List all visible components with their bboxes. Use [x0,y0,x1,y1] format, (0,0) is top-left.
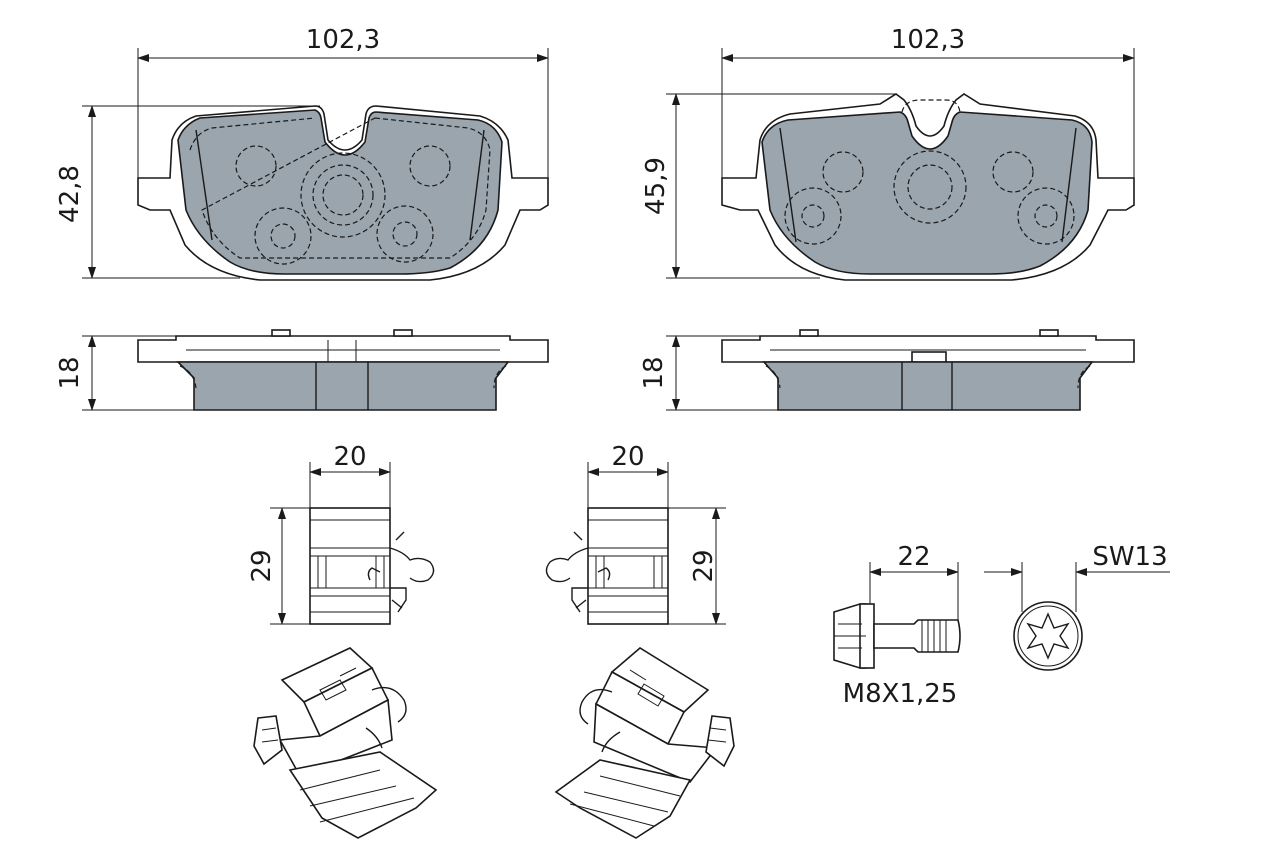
dimension-clip-right-width: 20 [587,442,669,508]
torx-star-icon [1026,612,1070,660]
label-clip-left-width: 20 [333,442,366,472]
dimension-bolt-length: 22 [869,542,959,620]
label-clip-right-height: 29 [689,549,719,582]
clip-left-front-view [309,507,435,625]
dimension-right-thickness: 18 [639,335,778,411]
pad-left-side-view [137,329,549,411]
dimension-left-width: 102,3 [137,25,549,178]
label-left-width: 102,3 [306,25,380,55]
clip-left-isometric-view [253,647,438,839]
dimension-right-height: 45,9 [641,93,896,279]
bolt-head-end-view [1013,601,1083,671]
bolt-side-view: M8X1,25 [833,603,961,709]
dimension-left-height: 42,8 [55,105,320,279]
clip-right-isometric-view [554,647,735,839]
label-right-width: 102,3 [891,25,965,55]
dimension-clip-left-height: 29 [247,507,310,625]
label-right-thickness: 18 [639,356,669,389]
clip-right-front-view [545,507,669,625]
dimension-left-thickness: 18 [55,335,194,411]
label-left-height: 42,8 [55,165,85,223]
label-right-height: 45,9 [641,157,671,215]
pad-right-front-view [721,93,1135,281]
dimension-bolt-wrench: SW13 [984,542,1170,612]
label-bolt-length: 22 [897,542,930,572]
dimension-clip-right-height: 29 [668,507,726,625]
pad-right-side-view [721,329,1135,411]
label-left-thickness: 18 [55,356,85,389]
dimension-clip-left-width: 20 [309,442,391,508]
pad-left-front-view [137,105,549,281]
label-clip-left-height: 29 [247,549,277,582]
label-bolt-thread: M8X1,25 [843,679,958,709]
dimension-right-width: 102,3 [721,25,1135,178]
label-clip-right-width: 20 [611,442,644,472]
label-bolt-wrench: SW13 [1092,542,1167,572]
